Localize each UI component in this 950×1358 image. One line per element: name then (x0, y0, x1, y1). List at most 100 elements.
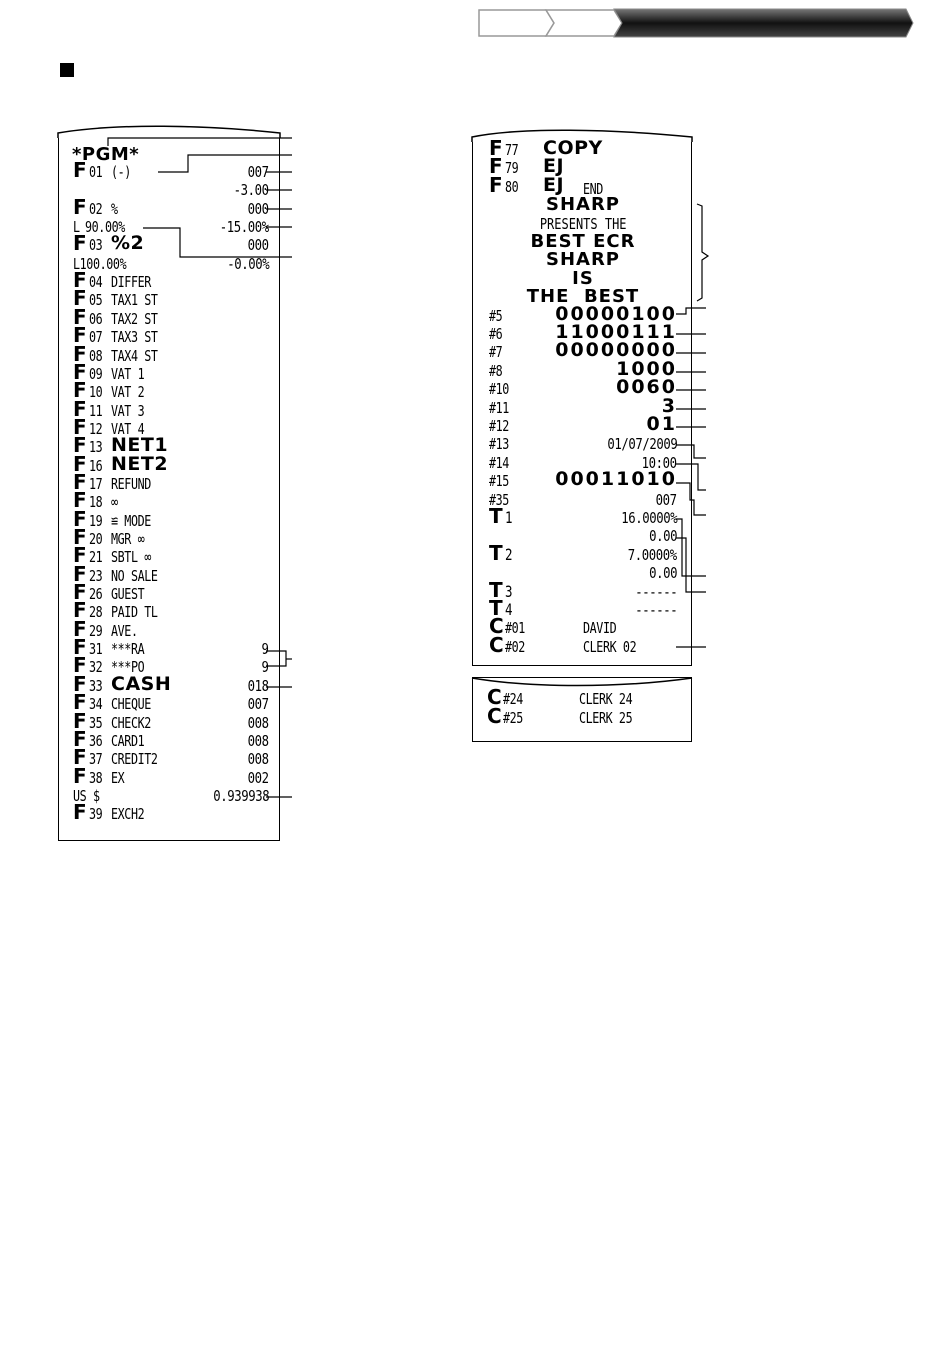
function-description: REFUND (111, 474, 151, 493)
message-text: THE BEST (526, 286, 640, 308)
function-description: CHEQUE (111, 695, 151, 714)
function-key-number: 26 (89, 585, 103, 604)
function-description: NET2 (111, 452, 169, 475)
clerk-key-number: #02 (505, 637, 525, 656)
message-line: IS (489, 269, 677, 288)
left-receipt-row: -3.00 (73, 181, 269, 199)
function-key-letter: F (73, 158, 87, 182)
function-key-number: 07 (89, 328, 103, 347)
function-key-letter: F (73, 286, 87, 311)
function-description: TAX4 ST (111, 346, 158, 365)
function-key-number: 13 (89, 438, 103, 457)
tax-key-letter: T (489, 540, 503, 565)
tax-key-number: 2 (505, 544, 513, 564)
parameter-key: #14 (489, 453, 509, 472)
clerk-name: CLERK 25 (579, 708, 633, 727)
chapter-tab-bar (478, 8, 914, 38)
parameter-value: 11000111 (555, 321, 677, 343)
function-key-number: 12 (89, 419, 103, 438)
clerk-name: CLERK 02 (583, 637, 637, 656)
function-description: (-) (111, 163, 131, 181)
function-description: EJ (543, 173, 565, 196)
function-key-number: 29 (89, 621, 103, 640)
function-value: 008 (248, 731, 269, 750)
function-key-letter: F (73, 341, 87, 366)
left-receipt-row: US $0.939938 (73, 787, 269, 805)
message-text: PRESENTS THE (539, 214, 627, 233)
function-key-number: 39 (89, 805, 103, 824)
receipt-top-edge (471, 677, 693, 687)
message-text: SHARP (545, 194, 620, 216)
function-key-number: 37 (89, 750, 103, 769)
function-description: SBTL ∞ (111, 548, 151, 567)
function-key-number: 01 (89, 163, 103, 181)
function-value: 9 (262, 658, 269, 677)
receipt-top-edge (57, 125, 281, 138)
parameter-key: #6 (489, 325, 503, 343)
parameter-value: 00011010 (555, 468, 677, 491)
function-value: 018 (248, 676, 269, 695)
tax-value: 0.00 (649, 564, 677, 583)
parameter-value: 007 (656, 490, 677, 509)
tax-row: 0.00 (489, 527, 677, 545)
function-description: TAX1 ST (111, 291, 158, 310)
parameter-key: #10 (489, 380, 509, 399)
parameter-value: 1000 (616, 357, 677, 380)
parameter-value: 3 (661, 394, 677, 417)
function-key-number: 38 (89, 768, 103, 787)
parameter-key: #15 (489, 472, 509, 491)
function-description: VAT 2 (111, 383, 145, 402)
clerk-key-number: #01 (505, 619, 525, 638)
function-key-number: 18 (89, 493, 103, 512)
function-key-number: 34 (89, 695, 103, 714)
function-description: % (111, 199, 118, 218)
function-key-letter: F (73, 653, 87, 678)
message-line: SHARP (489, 196, 677, 214)
parameter-value: 10:00 (642, 453, 677, 472)
function-description: TAX3 ST (111, 328, 158, 347)
function-key-number: 79 (505, 159, 519, 178)
function-value: 008 (248, 713, 269, 732)
function-key-letter: F (73, 635, 87, 660)
function-key-letter: F (73, 561, 87, 586)
message-line: PRESENTS THE (489, 215, 677, 233)
parameter-value: 00000100 (555, 302, 677, 325)
function-description: CASH (111, 672, 172, 695)
parameter-row: #15 00011010 (489, 468, 677, 491)
tax-value: 16.0000% (621, 509, 677, 527)
function-description: CREDIT2 (111, 750, 158, 769)
function-key-number: 19 (89, 511, 103, 530)
function-key-letter: F (73, 763, 87, 788)
function-key-letter: F (489, 154, 503, 179)
function-key-letter: F (73, 304, 87, 329)
function-key-number: 03 (89, 236, 103, 255)
